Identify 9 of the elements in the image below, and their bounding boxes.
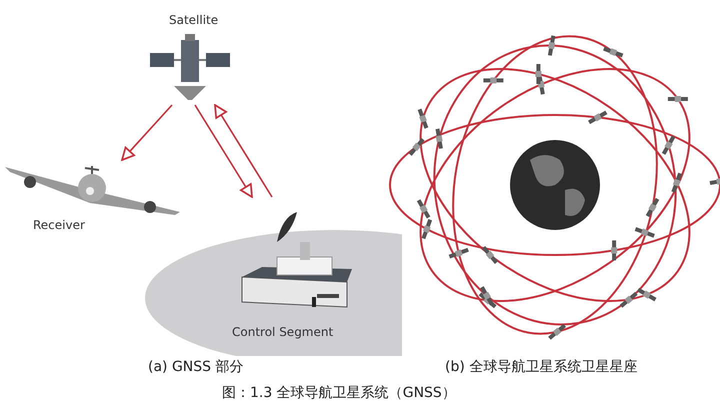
subfigure-label: (a) GNSS 部分 [148, 358, 244, 376]
arrow [194, 104, 253, 198]
arrow [121, 104, 173, 161]
node-label: Satellite [169, 13, 218, 27]
node-label: Receiver [33, 218, 85, 232]
subfigure-label: (b) 全球导航卫星系统卫星星座 [445, 358, 638, 376]
figure-caption: 图：1.3 全球导航卫星系统（GNSS） [222, 384, 456, 402]
node-label: Control Segment [232, 325, 334, 339]
arrow [214, 104, 273, 198]
